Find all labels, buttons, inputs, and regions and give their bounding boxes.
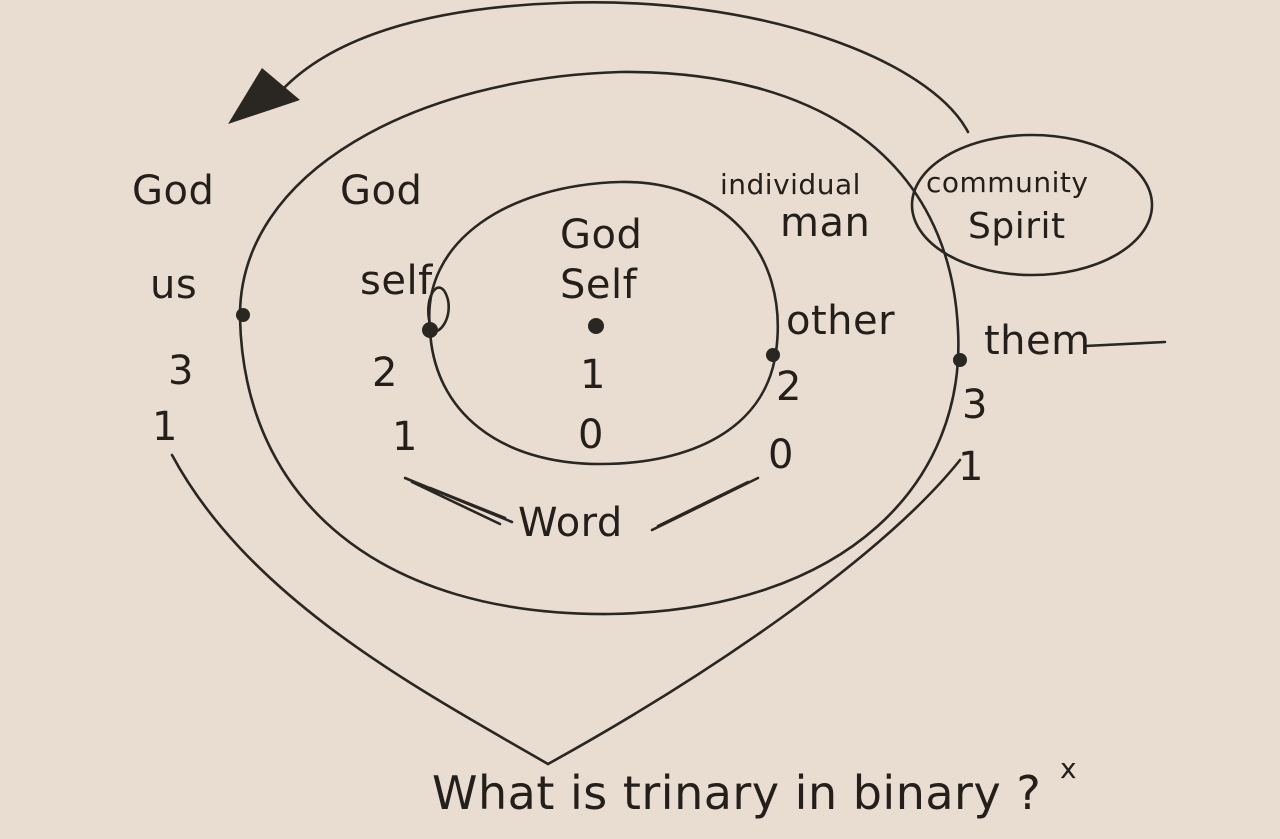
self-node (422, 322, 438, 338)
center-node (588, 318, 604, 334)
label-outer-left-3: 3 (168, 348, 194, 394)
label-god-outer: God (132, 168, 215, 214)
label-self-center: Self (560, 262, 638, 308)
outer-loop-left (170, 453, 550, 766)
arrowhead (228, 68, 300, 124)
label-community: community (926, 166, 1089, 199)
self-loop (426, 286, 451, 333)
question-text: What is trinary in binary ? (432, 766, 1042, 820)
middle-circle (238, 70, 960, 616)
label-word: Word (518, 500, 623, 546)
us-node (236, 308, 250, 322)
label-middle-right-2: 2 (776, 364, 802, 410)
label-god-center: God (560, 212, 643, 258)
them-node (953, 353, 967, 367)
label-individual: individual (720, 168, 861, 201)
label-them: them (984, 318, 1091, 364)
label-middle-right-0: 0 (768, 432, 794, 478)
label-us: us (150, 262, 198, 308)
label-self-middle: self (360, 258, 433, 304)
label-god-middle: God (340, 168, 423, 214)
label-outer-left-1: 1 (152, 404, 178, 450)
word-stroke-right (650, 476, 760, 532)
them-underline (1083, 340, 1167, 348)
label-outer-right-1: 1 (958, 444, 984, 490)
outer-arc-top (280, 1, 970, 134)
question-x-mark: x (1060, 752, 1078, 785)
label-spirit: Spirit (968, 206, 1066, 247)
label-man: man (780, 200, 871, 246)
label-middle-left-1: 1 (392, 414, 418, 460)
community-ellipse (910, 133, 1154, 277)
outer-loop-right (546, 458, 962, 766)
label-center-1: 1 (580, 352, 606, 398)
label-other: other (786, 298, 896, 344)
word-stroke-left (403, 476, 514, 526)
label-middle-left-2: 2 (372, 350, 398, 396)
label-center-0: 0 (578, 412, 604, 458)
inner-circle (427, 180, 779, 466)
other-node (766, 348, 780, 362)
label-outer-right-3: 3 (962, 382, 988, 428)
